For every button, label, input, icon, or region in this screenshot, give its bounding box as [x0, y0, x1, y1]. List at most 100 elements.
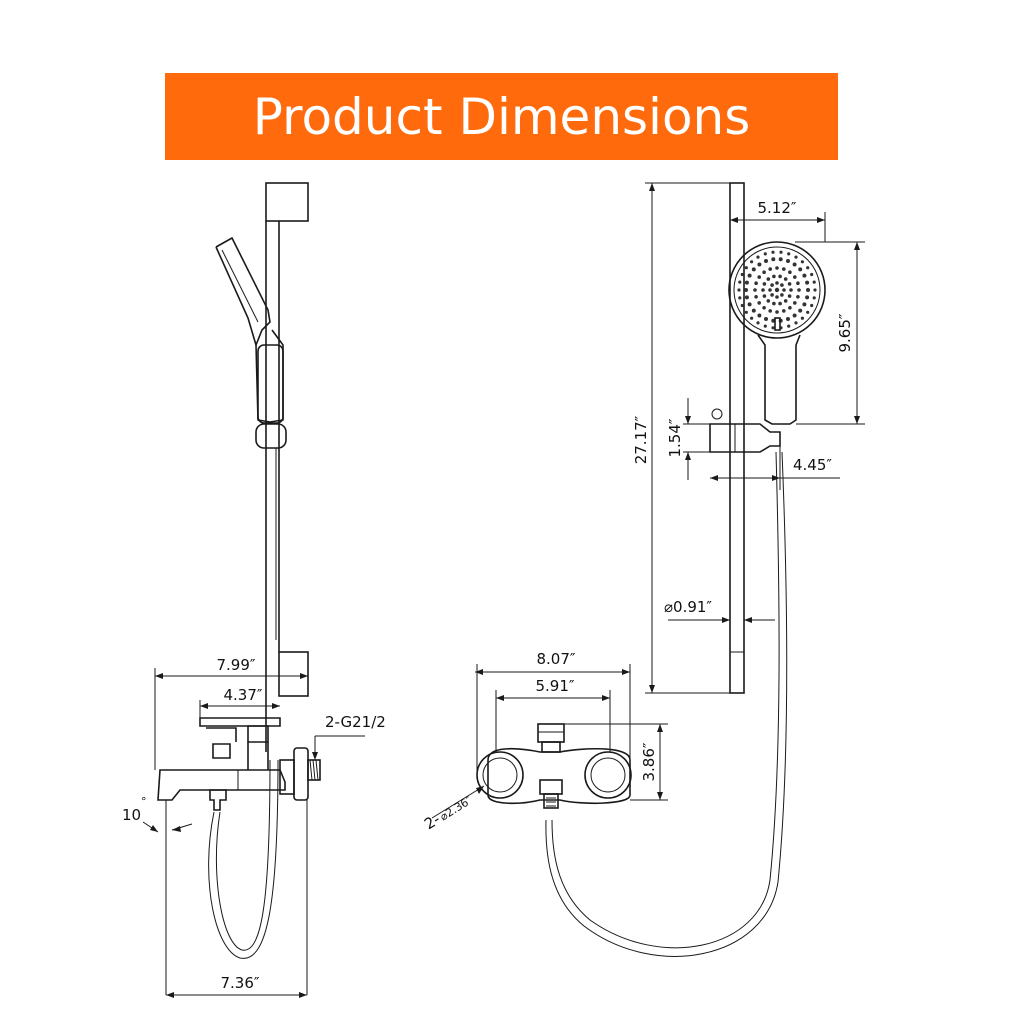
nozzle-dot: [744, 288, 748, 292]
hose-front: [551, 451, 780, 949]
nozzle-dot: [775, 295, 779, 299]
nozzle-dot: [747, 302, 752, 307]
nozzle-dot: [772, 274, 776, 279]
nozzle-dot: [757, 301, 761, 305]
front-view: 5.12″ 9.65″ 27.17″ 1.54″ 4.45″: [421, 182, 865, 957]
nozzle-dot: [763, 252, 767, 256]
nozzle-dot: [782, 267, 786, 271]
nozzle-dot: [786, 317, 790, 321]
nozzle-dot: [770, 293, 774, 297]
dim-flange-diameter: ⌀2.36″: [438, 794, 475, 824]
nozzle-dot: [744, 266, 748, 270]
nozzle-dot: [740, 272, 744, 277]
nozzle-dot: [792, 313, 797, 318]
nozzle-dot: [806, 266, 810, 270]
nozzle-dot: [780, 283, 784, 287]
holder-front: [709, 423, 781, 453]
nozzle-dot: [747, 273, 752, 278]
nozzle-dot: [770, 283, 774, 287]
nozzle-dot: [762, 282, 767, 286]
valve-handle: [537, 723, 565, 743]
nozzle-dot: [751, 267, 756, 272]
nozzle-dot: [782, 309, 786, 313]
nozzle-dot: [757, 262, 762, 267]
nozzle-dot: [761, 288, 765, 292]
rail-bottom-bracket: [278, 651, 309, 697]
nozzle-dot: [794, 321, 798, 325]
nozzle-dot: [783, 299, 788, 303]
nozzle-dot: [802, 273, 807, 278]
nozzle-dot: [778, 257, 783, 262]
dim-rail-height: 27.17″: [632, 415, 650, 464]
nozzle-dot: [764, 259, 768, 263]
nozzle-dot: [796, 281, 800, 286]
nozzle-dot: [762, 294, 767, 298]
dim-head-height: 9.65″: [836, 313, 854, 352]
dim-holder-depth: 4.45″: [793, 456, 832, 474]
nozzle-dot: [757, 313, 762, 318]
nozzle-dot: [750, 316, 754, 320]
nozzle-dot: [775, 310, 779, 314]
nozzle-dot: [812, 296, 816, 300]
nozzle-dot: [812, 280, 816, 284]
nozzle-dot: [794, 255, 798, 259]
nozzle-dot: [780, 293, 784, 297]
nozzle-dot: [744, 280, 749, 285]
nozzle-dot: [771, 326, 775, 330]
nozzle-dot: [782, 288, 786, 292]
dim-valve-outer-width: 8.07″: [536, 650, 575, 668]
dim-side-angle: 10: [122, 806, 141, 824]
nozzle-dot: [778, 274, 782, 279]
nozzle-dot: [774, 287, 780, 293]
nozzle-dot: [738, 280, 742, 284]
nozzle-dot: [775, 266, 779, 270]
wall-flange: [293, 747, 309, 801]
rail-front: [729, 182, 745, 694]
nozzle-dot: [805, 280, 810, 285]
nozzle-dot: [786, 259, 790, 263]
nozzle-dot: [775, 281, 779, 285]
nozzle-dot: [798, 267, 803, 272]
nozzle-dot: [768, 288, 772, 292]
nozzle-dot: [810, 303, 814, 308]
nozzle-dot: [744, 295, 749, 300]
nozzle-dot: [756, 255, 760, 259]
dim-holder-height: 1.54″: [666, 418, 684, 457]
nozzle-dot: [800, 316, 805, 320]
nozzle-dot: [763, 324, 767, 328]
shower-head: [728, 241, 826, 339]
dim-valve-height: 3.86″: [640, 742, 658, 781]
nozzle-dot: [796, 295, 800, 299]
nozzle-dot: [762, 306, 766, 310]
dim-side-total-width: 7.99″: [216, 656, 255, 674]
nozzle-dot: [813, 288, 817, 292]
valve-body: [487, 747, 631, 805]
nozzle-dot: [771, 250, 775, 254]
dim-side-bottom-width: 7.36″: [220, 974, 259, 992]
dim-rail-diameter: ⌀0.91″: [664, 598, 712, 616]
nozzle-dot: [756, 321, 760, 325]
nozzle-dot: [798, 308, 803, 313]
nozzle-dot: [783, 277, 788, 281]
nozzle-dot: [738, 296, 742, 300]
nozzle-dot: [788, 306, 792, 310]
nozzle-dot: [806, 310, 810, 314]
nozzle-dot: [788, 270, 792, 275]
nozzle-dot: [787, 282, 792, 286]
nozzle-dot: [789, 288, 793, 292]
nozzle-dot: [787, 324, 791, 328]
nozzle-dot: [768, 267, 772, 271]
page-title: Product Dimensions: [252, 88, 751, 146]
hand-shower-side: [215, 236, 271, 346]
nozzle-dot: [772, 301, 776, 306]
dim-side-spout-width: 4.37″: [223, 686, 262, 704]
nozzle-dot: [802, 302, 807, 307]
nozzle-dot: [744, 310, 748, 314]
nozzle-dot: [740, 303, 744, 308]
nozzle-dot: [754, 295, 758, 299]
nozzle-dot: [797, 288, 801, 292]
nozzle-dot: [793, 301, 797, 305]
nozzle-dot: [757, 275, 761, 279]
dim-side-angle-unit: °: [141, 795, 147, 808]
